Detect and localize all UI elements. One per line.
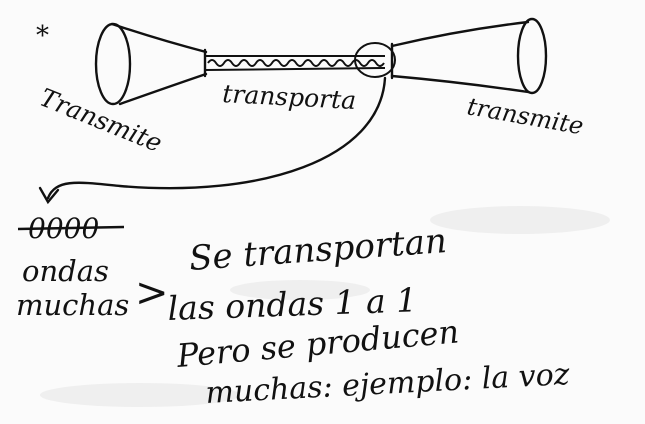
- comparison-sign: >: [135, 270, 169, 316]
- waves-caption-line1: ondas: [22, 254, 109, 288]
- left-cone: [96, 24, 206, 104]
- asterisk-mark: *: [36, 21, 49, 51]
- note-line-1: Se transportan: [188, 221, 448, 279]
- label-transmite-right: transmite: [465, 92, 586, 140]
- junction-circle: [355, 43, 395, 77]
- right-cone: [392, 19, 546, 93]
- waves-caption-line2: muchas: [16, 288, 129, 322]
- label-transporta: transporta: [222, 79, 357, 115]
